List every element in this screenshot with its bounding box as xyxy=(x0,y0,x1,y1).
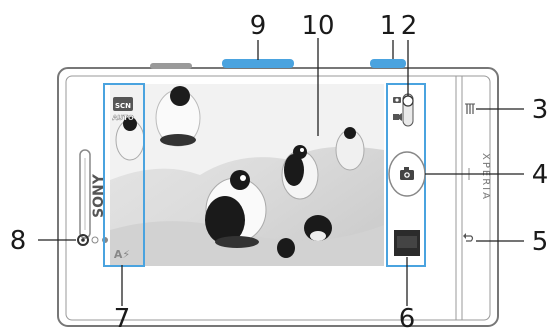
camera-key[interactable] xyxy=(370,59,406,68)
penguin-4 xyxy=(304,215,332,241)
volume-key[interactable] xyxy=(222,59,294,68)
gallery-thumbnail-detail xyxy=(397,236,417,248)
top-button-left[interactable] xyxy=(150,63,192,69)
shutter-button[interactable] xyxy=(389,152,425,196)
callout-7: 7 xyxy=(114,304,131,329)
penguin-5 xyxy=(277,238,295,258)
callout-10: 10 xyxy=(301,11,334,41)
scene-value: AUTO xyxy=(112,114,134,122)
scene-mode-button[interactable]: SCN AUTO xyxy=(112,97,134,122)
scene-label: SCN xyxy=(115,102,131,110)
callout-3: 3 xyxy=(532,95,547,125)
callout-6: 6 xyxy=(399,304,416,329)
callout-4: 4 xyxy=(532,160,547,190)
auto-flash-icon: A⚡ xyxy=(114,248,130,261)
callout-5: 5 xyxy=(532,227,547,257)
callout-9: 9 xyxy=(250,11,267,41)
model-label: XPERIA xyxy=(480,153,491,201)
menu-icon[interactable] xyxy=(465,104,475,114)
video-mode-icon xyxy=(393,113,402,121)
flash-button[interactable]: A⚡ xyxy=(114,248,130,261)
front-camera-lens xyxy=(81,238,85,242)
callout-2: 2 xyxy=(401,11,418,41)
mode-switch-knob xyxy=(403,96,413,106)
camera-mode-icon xyxy=(393,97,401,103)
callout-8: 8 xyxy=(10,226,27,256)
callout-1: 1 xyxy=(380,11,397,41)
